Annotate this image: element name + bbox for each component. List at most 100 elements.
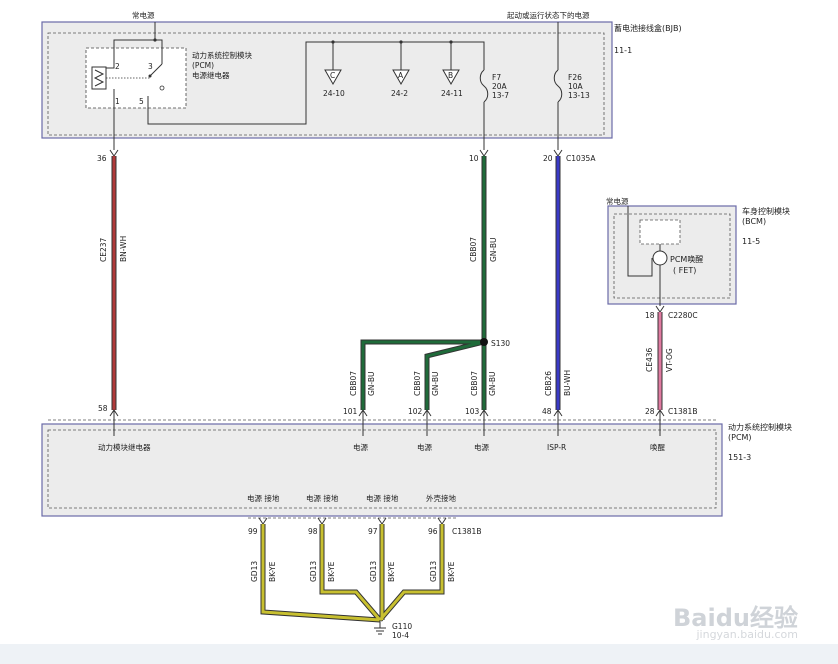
pcm-label-power-3: 电源 [474,442,489,452]
fet-icon [652,250,668,266]
bcm-fet-dashed [639,219,681,245]
bjb-pin-20: 20 [543,154,553,163]
ground-icon [374,627,386,635]
fuse-f7-icon [479,69,489,103]
pcm-box [41,423,723,517]
wire-gd13-color-96: BK-YE [447,561,456,582]
connector-a-ref: 24-2 [391,89,408,98]
pcm-ground-label-96: 外壳接地 [426,493,456,503]
bjb-ref: 11-1 [614,46,632,55]
bottom-bar [0,644,838,664]
pcm-inner-dashed [47,429,717,509]
pcm-title: 动力系统控制模块 [728,422,792,432]
bjb-const-power-label: 常电源 [132,10,155,20]
fuse-f26-amp: 10A [568,82,584,91]
bjb-pin-36: 36 [97,154,107,163]
bcm-sub: (BCM) [742,217,766,226]
wire-gd13: GD13 BK-YE GD13 BK-YE GD13 BK-YE GD13 BK… [250,524,456,623]
wire-gd13-color-99: BK-YE [268,561,277,582]
wire-gd13-circuit-99: GD13 [250,561,259,582]
fuse-f7: F7 20A 13-7 [479,69,509,150]
pcm-label-power-1: 电源 [353,442,368,452]
fuse-f26-icon [553,69,563,103]
wire-cbb07-circuit: CBB07 [469,237,478,262]
relay-pcm: (PCM) [192,61,214,70]
wire-cbb07-circuit-103: CBB07 [470,371,479,396]
wire-gd13-circuit-98: GD13 [309,561,318,582]
fuse-f7-amp: 20A [492,82,508,91]
splice-s130-dot [480,338,488,346]
pcm-pin-58: 58 [98,404,108,413]
pcm-label-wake: 唤醒 [650,442,665,452]
connector-c-icon [324,69,342,86]
wire-cbb07: S130 CBB07 GN-BU CBB07 GN-BU CBB07 GN-BU… [349,156,510,410]
bcm-inner-dashed [613,213,731,299]
wire-cbb07-color-102: GN-BU [431,372,440,397]
pcm-pin-101: 101 [343,407,358,416]
connector-c-ref: 24-10 [323,89,345,98]
connector-a-letter: A [398,71,404,80]
bcm-const-power: 常电源 [606,196,629,206]
wire-gd13-color-98: BK-YE [327,561,336,582]
connector-b-ref: 24-11 [441,89,463,98]
bjb-inner-dashed [47,32,605,136]
wire-cbb07-circuit-101: CBB07 [349,371,358,396]
relay-coil-icon [93,69,105,87]
wire-cbb26-circuit: CBB26 [544,371,553,396]
wire-ce436-circuit: CE436 [645,347,654,372]
pcm-pin-98: 98 [308,527,318,536]
pcm-pin-103: 103 [465,407,480,416]
fuse-f26-name: F26 [568,73,582,82]
pcm-conn-bottom: C1381B [452,527,481,536]
wire-gd13-color-97: BK-YE [387,561,396,582]
watermark-url: jingyan.baidu.com [696,628,798,641]
ground-g110: G110 10-4 [374,620,412,640]
fuse-f26: F26 10A 13-13 [553,22,590,150]
wire-cbb07-circuit-102: CBB07 [413,371,422,396]
fuse-f7-name: F7 [492,73,501,82]
pcm-power-relay: 2 3 1 5 动力系统控制模块 (PCM) 电源继电器 [85,47,252,109]
bjb-run-power-label: 起动或运行状态下的电源 [507,10,590,20]
bcm-wake-label: PCM唤醒 [670,254,703,264]
pcm-pin-102: 102 [408,407,423,416]
bcm-ref: 11-5 [742,237,760,246]
wire-cbb07-color-101: GN-BU [367,372,376,397]
pcm-ground-label-99: 电源 接地 [247,493,280,503]
pcm-ground-label-98: 电源 接地 [306,493,339,503]
pcm-pin-97: 97 [368,527,378,536]
bjb-pin-10: 10 [469,154,479,163]
fuse-f26-ref: 13-13 [568,91,590,100]
wire-cbb07-color-103: GN-BU [488,372,497,397]
wire-cbb26: CBB26 BU-WH [544,156,572,410]
wire-gd13-circuit-97: GD13 [369,561,378,582]
relay-pin-5: 5 [139,97,144,106]
pcm-ground-label-97: 电源 接地 [366,493,399,503]
connector-c-letter: C [330,71,335,80]
pcm-label-isp-r: ISP-R [547,443,566,452]
wire-cbb07-color: GN-BU [489,238,498,263]
wire-ce237-color: BN-WH [119,236,128,262]
ground-ref: 10-4 [392,631,409,640]
pcm-label-relay: 动力模块继电器 [98,442,151,452]
connector-b-letter: B [448,71,453,80]
bjb-connectors: C A B 24-10 24-2 24-11 [323,40,463,98]
connector-b-icon [442,69,460,86]
bcm-pin-18: 18 [645,311,655,320]
wire-ce436: CE436 VT-OG [645,312,674,410]
pcm-pin-28: 28 [645,407,655,416]
wire-cbb26-color: BU-WH [563,370,572,396]
pcm-bottom-pins: 电源 接地 电源 接地 电源 接地 外壳接地 99 98 97 96 C1381… [247,493,481,536]
wire-gd13-circuit-96: GD13 [429,561,438,582]
bcm-title: 车身控制模块 [742,206,790,216]
pcm-pin-96: 96 [428,527,438,536]
pcm-pin-99: 99 [248,527,258,536]
bjb-title: 蓄电池接线盒(BJB) [614,23,682,33]
bcm-fet-label: ( FET) [673,266,696,275]
relay-title: 动力系统控制模块 [192,50,252,60]
wire-ce237-circuit: CE237 [99,237,108,262]
relay-pin-1: 1 [115,97,120,106]
pcm-conn-top: C1381B [668,407,697,416]
splice-s130-label: S130 [491,339,510,348]
ground-name: G110 [392,622,412,631]
